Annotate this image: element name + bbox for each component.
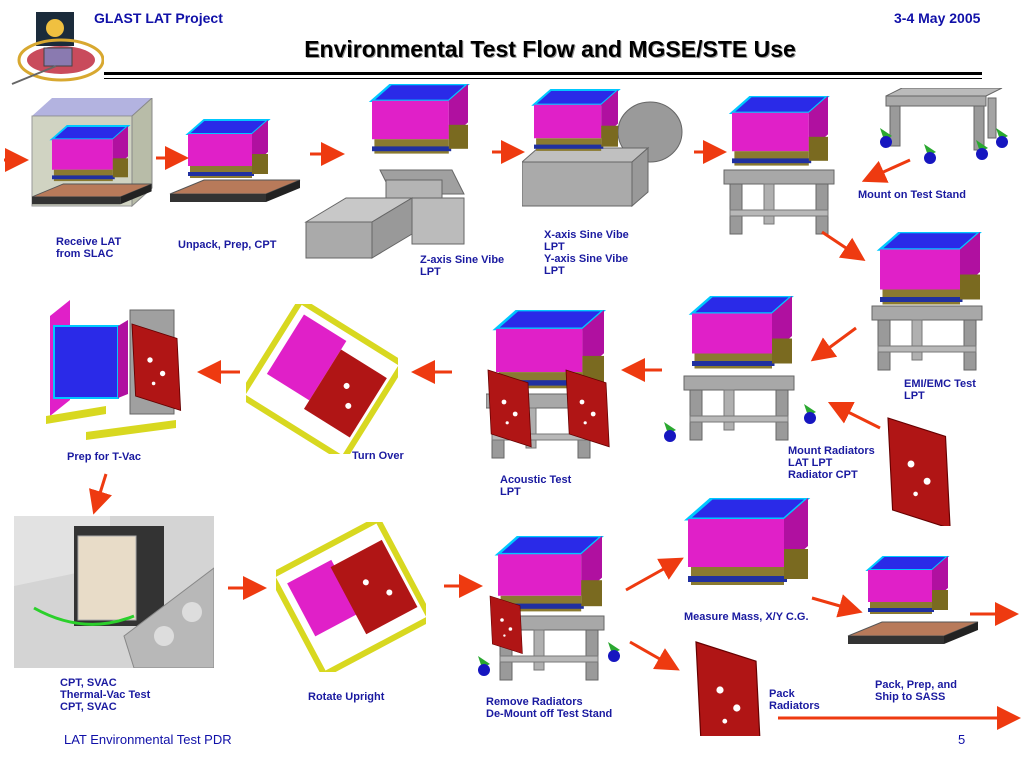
page-title: Environmental Test Flow and MGSE/STE Use <box>304 36 796 62</box>
footer-title: LAT Environmental Test PDR <box>64 732 232 747</box>
empty-test-stand <box>876 87 1016 172</box>
caption-turn-over: Turn Over <box>352 450 404 462</box>
caption-mount-stand: Mount on Test Stand <box>858 189 966 201</box>
tvac-chamber <box>14 516 215 669</box>
z-axis-shaker <box>302 82 472 266</box>
lat-turn-over <box>237 296 407 464</box>
caption-tvac-prep: Prep for T-Vac <box>67 451 141 463</box>
header-project: GLAST LAT Project <box>94 10 223 26</box>
title-rule-thick <box>104 72 982 75</box>
lat-rotate-upright <box>267 515 435 679</box>
lat-in-container <box>28 96 158 210</box>
title-rule-thin <box>104 78 982 79</box>
caption-unpack: Unpack, Prep, CPT <box>178 239 277 251</box>
lat-tvac-prep <box>46 296 184 446</box>
caption-measure-mass: Measure Mass, X/Y C.G. <box>684 611 809 623</box>
caption-rotate-upright: Rotate Upright <box>308 691 385 703</box>
xy-axis-shaker <box>520 88 690 212</box>
header-date: 3-4 May 2005 <box>894 10 981 26</box>
page-number: 5 <box>958 732 966 747</box>
glast-logo <box>6 8 105 88</box>
